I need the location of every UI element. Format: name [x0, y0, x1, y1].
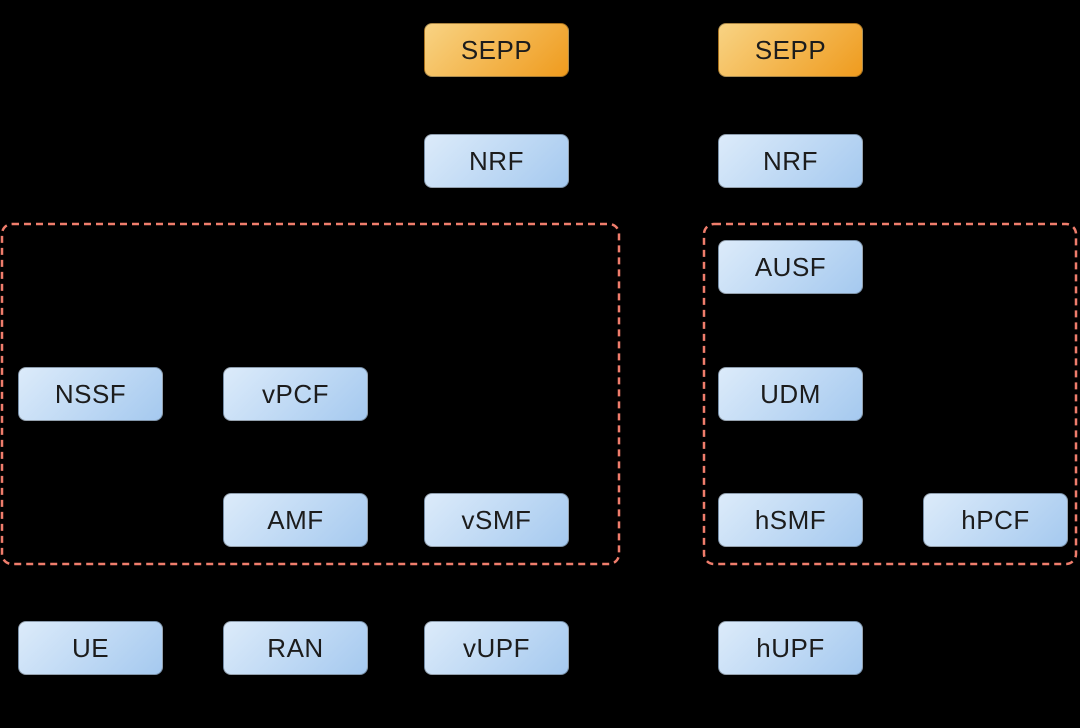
- node-vpcf: vPCF: [223, 367, 368, 421]
- node-nrf-right: NRF: [718, 134, 863, 188]
- right-network-dashed-border: [702, 222, 1078, 566]
- node-amf: AMF: [223, 493, 368, 547]
- node-vsmf: vSMF: [424, 493, 569, 547]
- node-vupf: vUPF: [424, 621, 569, 675]
- left-network-dashed-border: [0, 222, 621, 566]
- node-sepp-left: SEPP: [424, 23, 569, 77]
- node-nrf-left: NRF: [424, 134, 569, 188]
- node-nssf: NSSF: [18, 367, 163, 421]
- node-udm: UDM: [718, 367, 863, 421]
- node-hpcf: hPCF: [923, 493, 1068, 547]
- node-hupf: hUPF: [718, 621, 863, 675]
- node-hsmf: hSMF: [718, 493, 863, 547]
- node-ue: UE: [18, 621, 163, 675]
- right-network-dashed-region: [702, 222, 1078, 566]
- node-ran: RAN: [223, 621, 368, 675]
- left-network-dashed-region: [0, 222, 621, 566]
- node-sepp-right: SEPP: [718, 23, 863, 77]
- node-ausf: AUSF: [718, 240, 863, 294]
